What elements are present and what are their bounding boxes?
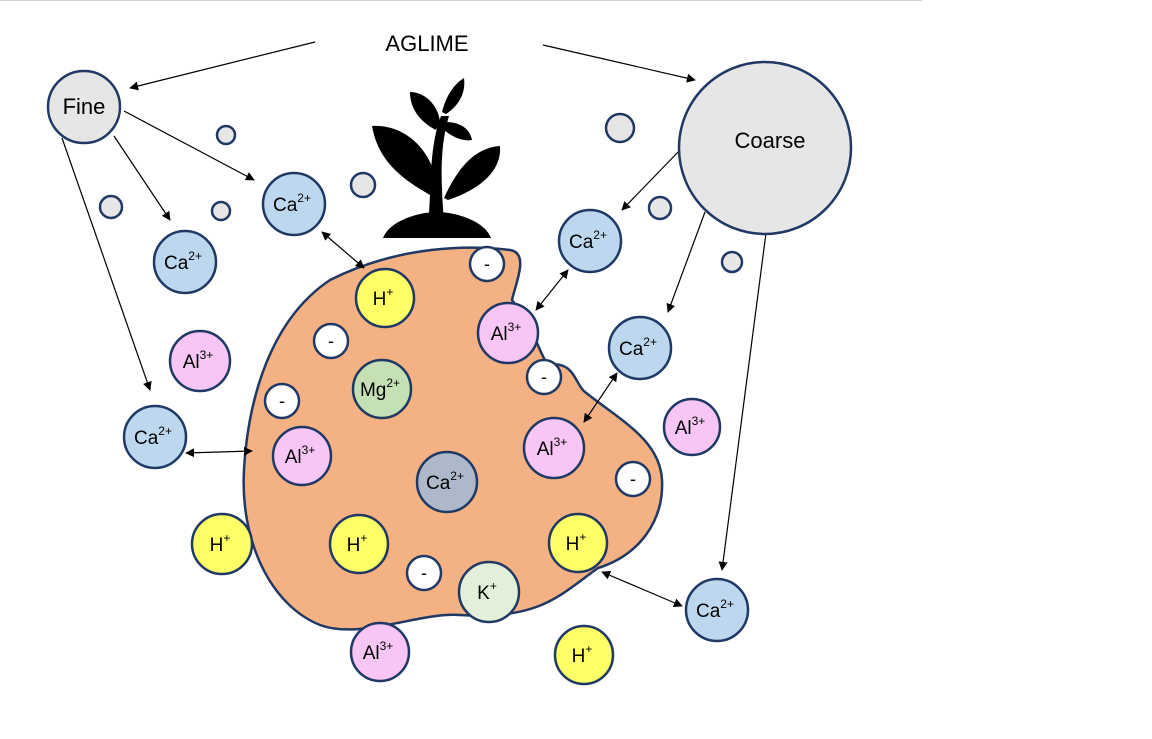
- exchange-arrow-ca-al-top: [535, 269, 569, 311]
- k-ion-label: K+: [477, 579, 497, 604]
- negative-charge-label: -: [279, 391, 285, 411]
- al-ion-circle: [522, 416, 586, 480]
- h-ion-label: H+: [210, 531, 231, 556]
- al-ion-circle: [168, 329, 232, 393]
- mg-ion-circle: [351, 358, 413, 420]
- al-ion: Al3+: [271, 425, 333, 487]
- negative-charge-site: -: [525, 358, 563, 396]
- arrow-coarse-ca1: [621, 149, 681, 211]
- al-ion: Al3+: [168, 329, 232, 393]
- h-ion: H+: [547, 512, 609, 574]
- h-ion-circle: [553, 624, 615, 686]
- ca-ion: Ca2+: [607, 315, 673, 381]
- al-ion-label: Al3+: [363, 639, 394, 664]
- ca-ion-label: Ca2+: [273, 191, 311, 216]
- arrow-fine-ca1: [123, 110, 255, 181]
- h-ion: H+: [328, 513, 390, 575]
- ca-ion: Ca2+: [122, 404, 188, 470]
- mg-ion: Mg2+: [351, 358, 413, 420]
- ca-ion-label: Ca2+: [134, 424, 172, 449]
- negative-charge-label: -: [328, 331, 334, 351]
- h-ion: H+: [553, 624, 615, 686]
- k-ion: K+: [457, 560, 521, 624]
- al-ion: Al3+: [662, 397, 722, 457]
- ca-ion-circle: [152, 229, 218, 295]
- al-ion: Al3+: [522, 416, 586, 480]
- fine-label: Fine: [63, 94, 106, 119]
- h-ion-circle: [547, 512, 609, 574]
- negative-charge-site: -: [312, 322, 350, 360]
- h-ion: H+: [190, 512, 254, 576]
- h-ion-label: H+: [566, 530, 587, 555]
- arrow-fine-ca2: [113, 135, 171, 221]
- arrow-coarse-ca3: [718, 232, 767, 571]
- al-ion-label: Al3+: [491, 320, 522, 345]
- h-ion-circle: [354, 267, 416, 329]
- h-ion-label: H+: [572, 642, 593, 667]
- al-ion-circle: [476, 301, 540, 365]
- fine-particle: Fine: [46, 69, 122, 145]
- al-ion-circle: [271, 425, 333, 487]
- ca-ion-circle: [684, 577, 750, 643]
- ca-ion-circle: [415, 450, 479, 514]
- ca-ion: Ca2+: [261, 171, 327, 237]
- ca-ion-label: Ca2+: [696, 597, 734, 622]
- mg-ion-label: Mg2+: [360, 376, 400, 401]
- aglime-title: AGLIME: [385, 31, 468, 56]
- ca-ion: Ca2+: [557, 208, 623, 274]
- exchange-arrow-ca-h: [321, 231, 365, 269]
- al-ion-label: Al3+: [285, 443, 316, 468]
- coarse-label: Coarse: [735, 128, 806, 153]
- top-divider: [0, 0, 922, 1]
- ca-ion-circle: [122, 404, 188, 470]
- ca-ion-circle: [261, 171, 327, 237]
- lime-granules: [98, 112, 744, 274]
- negative-charge-site: -: [468, 245, 506, 283]
- h-ion-label: H+: [373, 285, 394, 310]
- al-ion: Al3+: [476, 301, 540, 365]
- negative-charge-label: -: [541, 367, 547, 387]
- ca-ion: Ca2+: [415, 450, 479, 514]
- al-ion-label: Al3+: [537, 435, 568, 460]
- ca-ion-label: Ca2+: [569, 228, 607, 253]
- ca-ion-circle: [557, 208, 623, 274]
- al-ion-circle: [662, 397, 722, 457]
- al-ion-label: Al3+: [675, 414, 706, 439]
- negative-charge-label: -: [484, 254, 490, 274]
- ca-ion-label: Ca2+: [426, 469, 464, 494]
- exchange-arrow-ca-soil-bottom: [601, 571, 683, 607]
- negative-charge-site: -: [405, 554, 443, 592]
- h-ion: H+: [354, 267, 416, 329]
- arrow-fine-ca3: [61, 137, 152, 391]
- ca-ion-circle: [607, 315, 673, 381]
- ca-ion-label: Ca2+: [164, 249, 202, 274]
- ions-layer: Ca2+ Ca2+ Ca2+ Ca2+ Ca2+ Ca2+ Ca2+ Al3+ Al3+ Al3+…: [122, 171, 750, 686]
- negative-charge-site: -: [614, 460, 652, 498]
- h-ion-circle: [190, 512, 254, 576]
- arrow-aglime-coarse: [542, 44, 696, 83]
- al-ion-circle: [349, 621, 411, 683]
- arrow-coarse-ca2: [666, 211, 706, 313]
- negative-charge-site: -: [263, 382, 301, 420]
- ca-ion-label: Ca2+: [619, 335, 657, 360]
- negative-charge-label: -: [421, 563, 427, 583]
- negative-charge-label: -: [630, 469, 636, 489]
- ca-ion: Ca2+: [152, 229, 218, 295]
- h-ion-circle: [328, 513, 390, 575]
- coarse-particle: Coarse: [677, 60, 853, 236]
- arrow-aglime-fine: [129, 41, 316, 91]
- exchange-arrow-ca-al-left: [185, 446, 253, 458]
- ca-ion: Ca2+: [684, 577, 750, 643]
- al-ion: Al3+: [349, 621, 411, 683]
- plant-icon: [372, 78, 501, 238]
- connector-arrows: [61, 41, 767, 607]
- h-ion-label: H+: [347, 531, 368, 556]
- exchange-arrow-ca-al-right: [583, 372, 618, 423]
- al-ion-label: Al3+: [183, 348, 214, 373]
- k-ion-circle: [457, 560, 521, 624]
